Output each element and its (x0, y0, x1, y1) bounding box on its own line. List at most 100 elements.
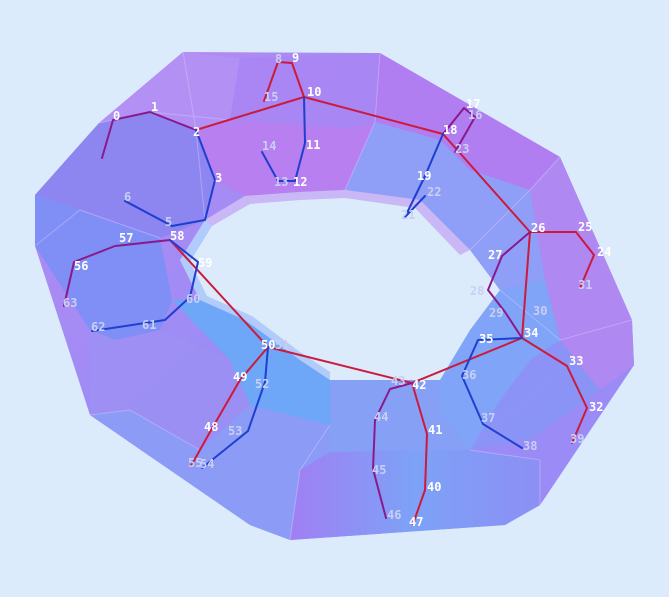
facet-line (89, 409, 201, 451)
vertex-label-63: 63 (63, 296, 77, 310)
vertex-label-22: 22 (427, 185, 441, 199)
vertex-label-29: 29 (489, 306, 503, 320)
vertex-label-19: 19 (417, 169, 431, 183)
vertex-label-10: 10 (307, 85, 321, 99)
vertex-label-11: 11 (306, 138, 320, 152)
vertex-label-12: 12 (293, 175, 307, 189)
vertex-label-42: 42 (412, 378, 426, 392)
vertex-label-17: 17 (466, 97, 480, 111)
vertex-label-14: 14 (262, 139, 276, 153)
vertex-label-33: 33 (569, 354, 583, 368)
vertex-label-23: 23 (455, 142, 469, 156)
face-inner-right (345, 122, 545, 290)
vertex-label-30: 30 (533, 304, 547, 318)
red-spoke-line (521, 337, 588, 444)
vertex-label-6: 6 (124, 190, 131, 204)
vertex-label-54: 54 (200, 457, 214, 471)
facet-line (344, 52, 381, 191)
facet-line (499, 289, 633, 341)
vertex-label-9: 9 (292, 51, 299, 65)
vertex-label-0: 0 (113, 109, 120, 123)
vertex-label-47: 47 (409, 515, 423, 529)
face-inner-right-front (440, 280, 560, 450)
vertex-label-8: 8 (275, 52, 282, 66)
purple-spoke-line (487, 231, 531, 339)
purple-spoke-line (63, 239, 171, 307)
face-inner-bottom (330, 380, 470, 452)
vertex-label-5: 5 (165, 215, 172, 229)
blue-spoke-line (91, 239, 199, 332)
blue-spoke-line (124, 129, 216, 227)
vertex-label-62: 62 (91, 320, 105, 334)
vertex-label-50: 50 (261, 338, 275, 352)
red-spoke-line (411, 382, 428, 525)
vertex-label-18: 18 (443, 123, 457, 137)
vertex-label-51: 51 (275, 338, 289, 352)
vertex-label-36: 36 (462, 368, 476, 382)
face-right-lower (470, 365, 634, 505)
face-bottom (290, 450, 540, 540)
vertex-label-53: 53 (228, 424, 242, 438)
face-top (230, 53, 380, 128)
blue-spoke-line (201, 346, 269, 469)
hole-inner-wall-top (205, 190, 470, 255)
purple-spoke-line (442, 107, 476, 153)
blue-spoke-line (461, 337, 523, 449)
vertex-label-16: 16 (468, 108, 482, 122)
face-right (530, 157, 634, 390)
vertex-label-46: 46 (387, 508, 401, 522)
facet-line (469, 449, 541, 505)
vertex-label-31: 31 (578, 278, 592, 292)
face-left-upper (35, 112, 215, 238)
vertex-label-1: 1 (151, 100, 158, 114)
vertex-label-32: 32 (589, 400, 603, 414)
vertex-label-56: 56 (74, 259, 88, 273)
vertex-label-35: 35 (479, 332, 493, 346)
blue-spoke-line (404, 133, 444, 218)
vertex-label-2: 2 (193, 125, 200, 139)
blue-spoke-line (261, 96, 306, 182)
red-spoke-line (529, 231, 595, 289)
vertex-label-34: 34 (524, 326, 538, 340)
face-bottom-left (90, 405, 330, 540)
skeleton-lines (63, 61, 595, 525)
purple-spoke-line (101, 111, 197, 159)
vertex-label-61: 61 (142, 318, 156, 332)
face-left-lower (90, 330, 250, 450)
vertex-label-3: 3 (215, 171, 222, 185)
vertex-label-24: 24 (597, 245, 611, 259)
red-spoke-line (190, 346, 269, 467)
vertex-label-40: 40 (427, 480, 441, 494)
vertex-label-27: 27 (488, 248, 502, 262)
vertex-label-37: 37 (481, 411, 495, 425)
vertex-label-13: 13 (274, 175, 288, 189)
vertex-label-45: 45 (372, 463, 386, 477)
vertex-label-41: 41 (428, 423, 442, 437)
vertex-label-59: 59 (198, 256, 212, 270)
facet-lines (34, 51, 633, 541)
face-top-left (99, 52, 240, 130)
vertex-label-38: 38 (523, 439, 537, 453)
hole-inner-wall-left (180, 220, 330, 380)
vertex-label-25: 25 (578, 220, 592, 234)
vertex-label-52: 52 (255, 377, 269, 391)
vertex-label-44: 44 (374, 410, 388, 424)
facet-line (289, 424, 331, 541)
face-left (35, 195, 172, 340)
facet-line (34, 209, 161, 247)
vertex-label-26: 26 (531, 221, 545, 235)
vertex-label-55: 55 (188, 456, 202, 470)
vertex-label-57: 57 (119, 231, 133, 245)
vertex-label-58: 58 (170, 229, 184, 243)
vertex-label-39: 39 (570, 432, 584, 446)
vertex-label-28: 28 (470, 284, 484, 298)
vertex-label-49: 49 (233, 370, 247, 384)
torus-hole (180, 190, 500, 380)
red-ring-line (169, 96, 531, 384)
red-spoke-line (263, 61, 305, 102)
face-inner-front (172, 300, 330, 425)
vertex-label-60: 60 (186, 292, 200, 306)
vertex-label-43: 43 (391, 374, 405, 388)
